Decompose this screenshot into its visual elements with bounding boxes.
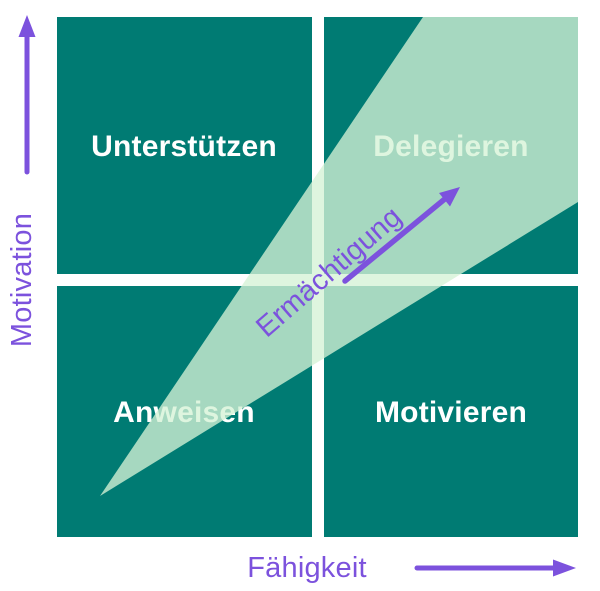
x-axis-label: Fähigkeit [247, 552, 366, 584]
y-axis-arrowhead-icon [18, 15, 36, 37]
empowerment-arrow-shaft [342, 195, 449, 284]
y-axis-label: Motivation [6, 213, 38, 347]
quadrant-label-unterstuetzen: Unterstützen [91, 130, 277, 163]
y-axis: Motivation [6, 15, 38, 347]
quadrant-label-motivieren: Motivieren [375, 396, 527, 429]
x-axis-arrowhead-icon [553, 559, 576, 577]
x-axis: Fähigkeit [247, 552, 576, 584]
empowerment-arrowhead-icon [439, 187, 460, 207]
empowerment-arrow [342, 187, 460, 284]
empowerment-wedge [100, 17, 578, 496]
quadrant-top-left [57, 17, 312, 274]
